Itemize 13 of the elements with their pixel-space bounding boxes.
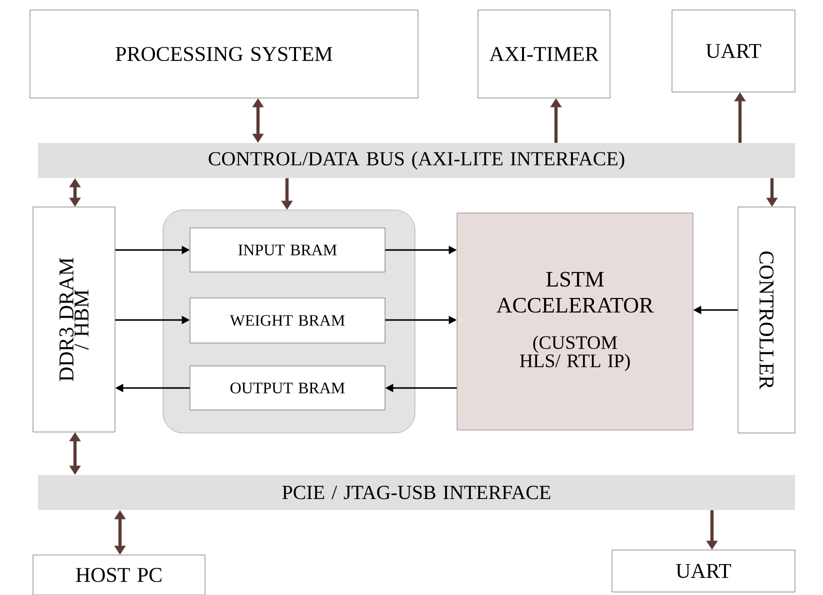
controller-box: CONTROLLER <box>738 206 796 434</box>
process-box: PROCESSING SYSTEM <box>30 10 418 98</box>
bram-box: INPUT BRAM <box>190 228 386 272</box>
bram-box: OUTPUT BRAM <box>190 366 386 410</box>
peripheral-box: UART <box>672 10 796 92</box>
bram-box: WEIGHT BRAM <box>190 298 386 344</box>
bus-band: PCIE / JTAG-USB INTERFACE <box>38 475 795 510</box>
memory-box: DDR3 DRAM / HBM <box>32 206 116 432</box>
peripheral-box: UART <box>612 550 796 592</box>
peripheral-box: AXI-TIMER <box>478 10 610 98</box>
bus-band: CONTROL/DATA BUS (AXI-LITE INTERFACE) <box>38 143 795 178</box>
host-box: HOST PC <box>32 554 206 595</box>
accelerator-box: LSTM ACCELERATOR (CUSTOM HLS/ RTL IP) <box>456 212 694 430</box>
